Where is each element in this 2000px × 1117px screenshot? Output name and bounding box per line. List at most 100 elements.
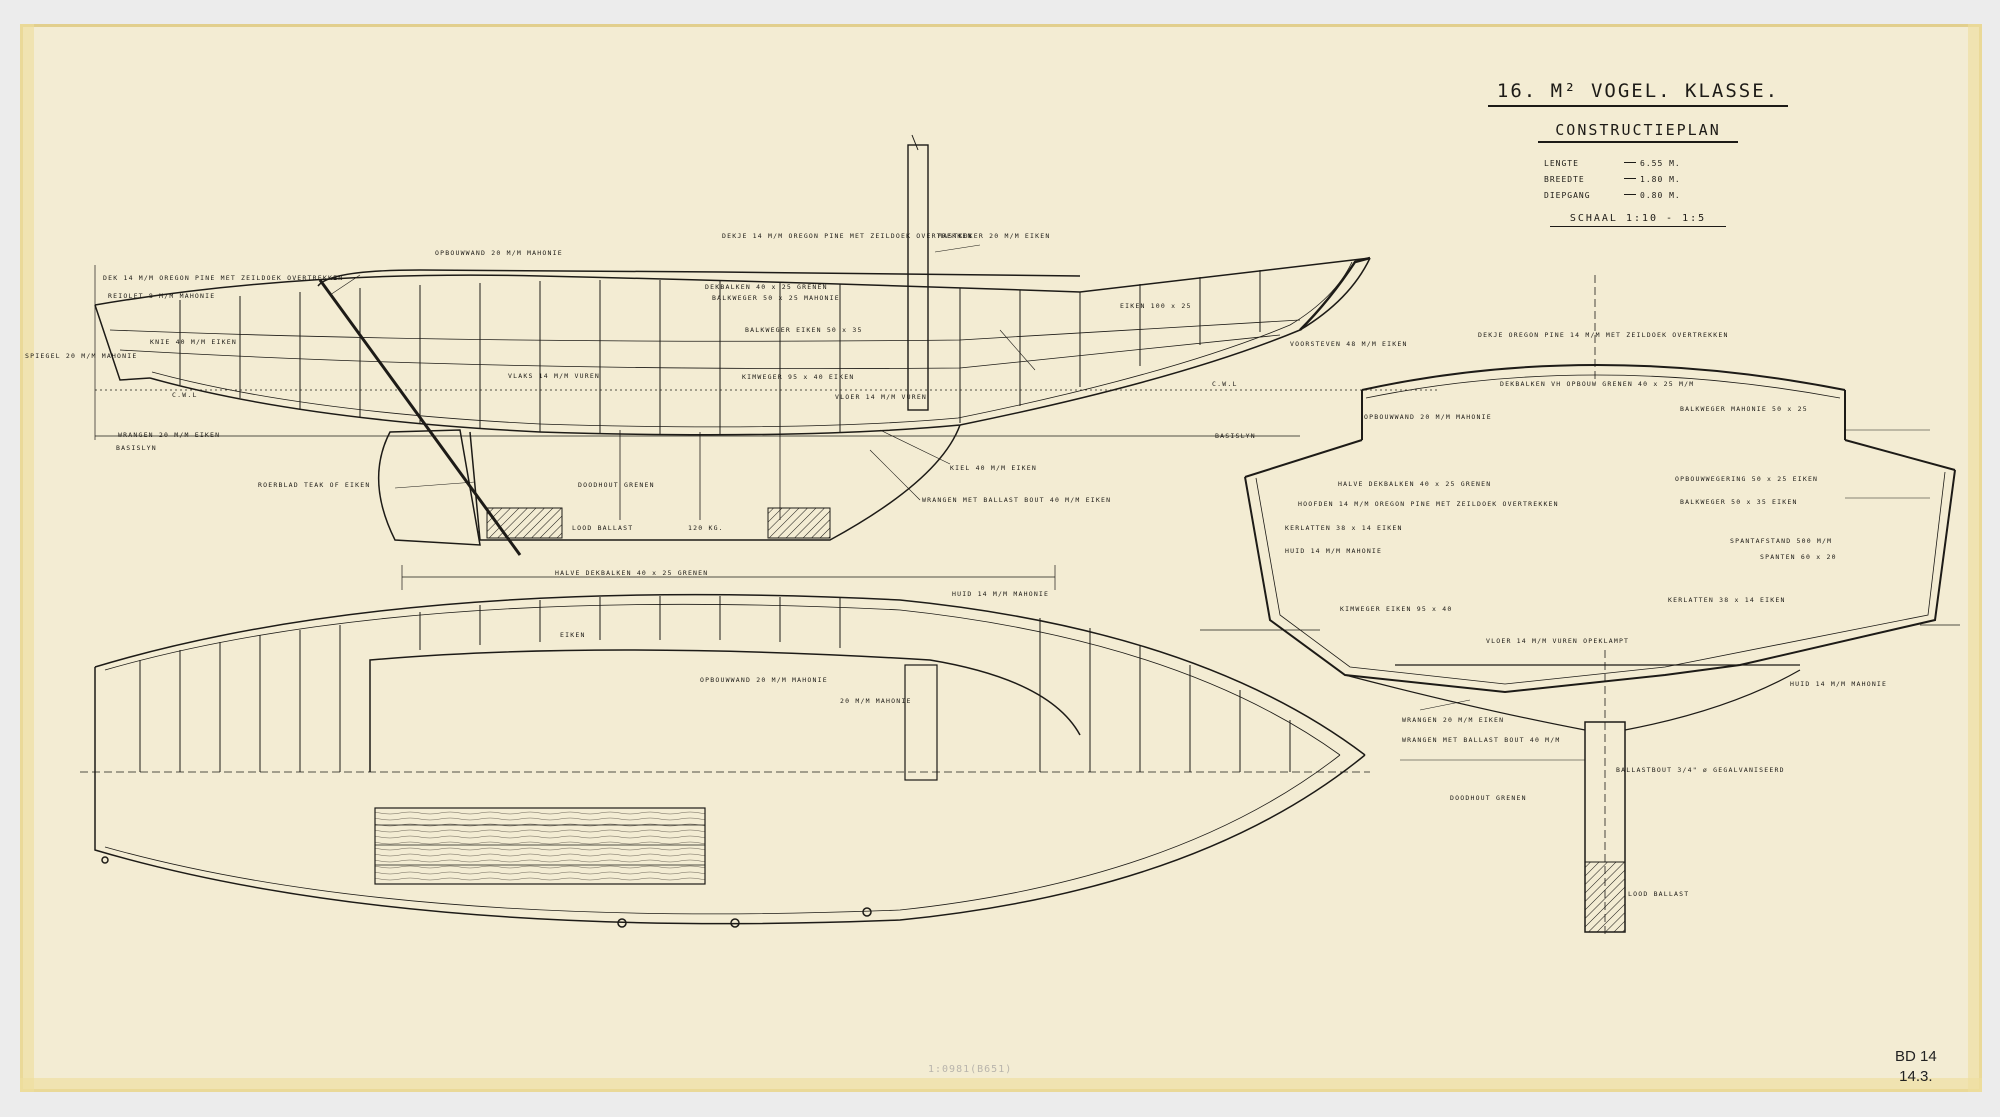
leader-lines [329, 244, 1930, 761]
label-dek: DEK 14 M/M OREGON PINE MET ZEILDOEK OVER… [103, 274, 343, 282]
label-knie: KNIE 40 M/M EIKEN [150, 338, 237, 346]
fitting [101, 856, 109, 864]
section-labels: DEKJE OREGON PINE 14 M/M MET ZEILDOEK OV… [1285, 331, 1887, 898]
fitting [862, 907, 872, 917]
drawing-subtitle: CONSTRUCTIEPLAN [1538, 121, 1738, 143]
label-kimweger: KIMWEGER 95 x 40 EIKEN [742, 373, 855, 381]
label-huid: HUID 14 M/M MAHONIE [1285, 547, 1382, 555]
frames [179, 270, 1261, 435]
label-doodhout: DOODHOUT GRENEN [1450, 794, 1527, 802]
label-spiegel: SPIEGEL 20 M/M MAHONIE [25, 352, 138, 360]
side-view [94, 134, 1440, 556]
label-vloer: VLOER 14 M/M VUREN OPEKLAMPT [1486, 637, 1629, 645]
dimension-value: 6.55 M. [1640, 158, 1681, 168]
sheer-line [94, 257, 1371, 306]
archive-stamp: 1:0981(B651) [928, 1064, 1013, 1075]
label-balkweger-top: BALKWEGER 50 x 25 MAHONIE [712, 294, 840, 302]
label-spantafstand: SPANTAFSTAND 500 M/M [1730, 537, 1832, 545]
reference-line: BD 14 [1895, 1048, 1937, 1065]
scale-label: SCHAAL 1:10 - 1:5 [1550, 213, 1726, 227]
label-vloer: VLOER 14 M/M VUREN [835, 393, 927, 401]
lead-ballast-aft [486, 507, 563, 539]
dimensions-table: LENGTE 6.55 M. BREEDTE 1.80 M. DIEPGANG … [1544, 155, 1788, 203]
label-voorsteven: VOORSTEVEN 48 M/M EIKEN [1290, 340, 1408, 348]
label-balkweger: BALKWEGER 50 x 35 EIKEN [1680, 498, 1798, 506]
label-halve-dekbalken: HALVE DEKBALKEN 40 x 25 GRENEN [1338, 480, 1491, 488]
rudder [377, 429, 481, 546]
title-block: 16. M² VOGEL. KLASSE. CONSTRUCTIEPLAN LE… [1488, 80, 1788, 227]
floorboards [374, 807, 706, 885]
label-dekbalken: DEKBALKEN VH OPBOUW GRENEN 40 x 25 M/M [1500, 380, 1694, 388]
bow-stem [1299, 256, 1371, 331]
tape-strip-bottom [20, 1078, 1982, 1092]
transom [94, 304, 151, 381]
label-mahonie: 20 M/M MAHONIE [840, 697, 912, 705]
lead-ballast-fwd [767, 507, 831, 539]
label-kimweger: KIMWEGER EIKEN 95 x 40 [1340, 605, 1453, 613]
plan-outline-top [94, 593, 1366, 756]
label-balkweger: BALKWEGER EIKEN 50 x 35 [745, 326, 863, 334]
dimension-leader [1624, 193, 1636, 195]
mast-tube [907, 144, 929, 411]
midship-section [1200, 275, 1960, 935]
reference-line: 14.3. [1899, 1068, 1933, 1085]
dimension-value: 0.80 M. [1640, 190, 1681, 200]
label-cwl-fwd: C.W.L [1212, 380, 1238, 388]
label-kerlatten-2: KERLATTEN 38 x 14 EIKEN [1668, 596, 1786, 604]
label-eiken: EIKEN [560, 631, 586, 639]
label-wrangen: WRANGEN 20 M/M EIKEN [118, 431, 220, 439]
label-huid-2: HUID 14 M/M MAHONIE [1790, 680, 1887, 688]
label-doodhout: DOODHOUT GRENEN [578, 481, 655, 489]
label-dekbalken: DEKBALKEN 40 x 25 GRENEN [705, 283, 828, 291]
label-hoofden: HOOFDEN 14 M/M OREGON PINE MET ZEILDOEK … [1298, 500, 1559, 508]
label-wrangen: WRANGEN 20 M/M EIKEN [1402, 716, 1504, 724]
label-spanten: SPANTEN 60 x 20 [1760, 553, 1837, 561]
dimension-row: BREEDTE 1.80 M. [1544, 171, 1788, 187]
plan-view [80, 565, 1370, 928]
label-cwl: C.W.L [172, 391, 198, 399]
side-view-labels: OPBOUWWAND 20 M/M MAHONIE DEKJE 14 M/M O… [25, 232, 1408, 532]
label-basislijn-fwd: BASISLYN [1215, 432, 1256, 440]
label-opbouwwand: OPBOUWWAND 20 M/M MAHONIE [700, 676, 828, 684]
hull-inner [151, 261, 1353, 428]
cabin-roof [317, 269, 1081, 287]
tape-strip-right [1968, 24, 1982, 1092]
dimension-leader [1624, 161, 1636, 163]
label-vlaks: VLAKS 14 M/M VUREN [508, 372, 600, 380]
label-lood: LOOD BALLAST [572, 524, 633, 532]
label-huid: HUID 14 M/M MAHONIE [952, 590, 1049, 598]
plan-view-labels: HALVE DEKBALKEN 40 x 25 GRENEN HUID 14 M… [555, 569, 1049, 705]
fitting [617, 918, 627, 928]
section-hull [1244, 469, 1956, 694]
dimension-label: DIEPGANG [1544, 190, 1591, 200]
label-dekje: DEKJE OREGON PINE 14 M/M MET ZEILDOEK OV… [1478, 331, 1729, 339]
label-reiolet: REIOLET 8 M/M MAHONIE [108, 292, 215, 300]
dimension-row: LENGTE 6.55 M. [1544, 155, 1788, 171]
label-lood: LOOD BALLAST [1628, 890, 1689, 898]
label-ballastbout: BALLASTBOUT 3/4" ø GEGALVANISEERD [1616, 766, 1785, 774]
dimension-value: 1.80 M. [1640, 174, 1681, 184]
reference-number: BD 14 14.3. [1895, 1047, 1937, 1087]
hull-bottom [149, 257, 1371, 436]
label-balkweger-mahonie: BALKWEGER MAHONIE 50 x 25 [1680, 405, 1808, 413]
cabin-opening [369, 649, 1081, 772]
label-wrangen-ballast: WRANGEN MET BALLAST BOUT 40 M/M EIKEN [922, 496, 1111, 504]
label-eiken: EIKEN 100 x 25 [1120, 302, 1192, 310]
plan-outline-bottom [94, 667, 1366, 925]
label-mastkoker: MASTKOKER 20 M/M EIKEN [938, 232, 1051, 240]
label-basislijn: BASISLYN [116, 444, 157, 452]
label-kiel: KIEL 40 M/M EIKEN [950, 464, 1037, 472]
drawing-title: 16. M² VOGEL. KLASSE. [1488, 80, 1788, 107]
dimension-row: DIEPGANG 0.80 M. [1544, 187, 1788, 203]
section-cabin-roof [1361, 364, 1846, 391]
label-dekje: DEKJE 14 M/M OREGON PINE MET ZEILDOEK OV… [722, 232, 973, 240]
tape-strip-left [20, 24, 34, 1092]
section-deck [1244, 439, 1956, 478]
mast-partner [904, 664, 938, 781]
label-opbouwwand: OPBOUWWAND 20 M/M MAHONIE [1364, 413, 1492, 421]
label-halve-dekbalken: HALVE DEKBALKEN 40 x 25 GRENEN [555, 569, 708, 577]
label-opbouwwegering: OPBOUWWEGERING 50 x 25 EIKEN [1675, 475, 1818, 483]
label-roerblad: ROERBLAD TEAK OF EIKEN [258, 481, 371, 489]
dimension-label: LENGTE [1544, 158, 1579, 168]
